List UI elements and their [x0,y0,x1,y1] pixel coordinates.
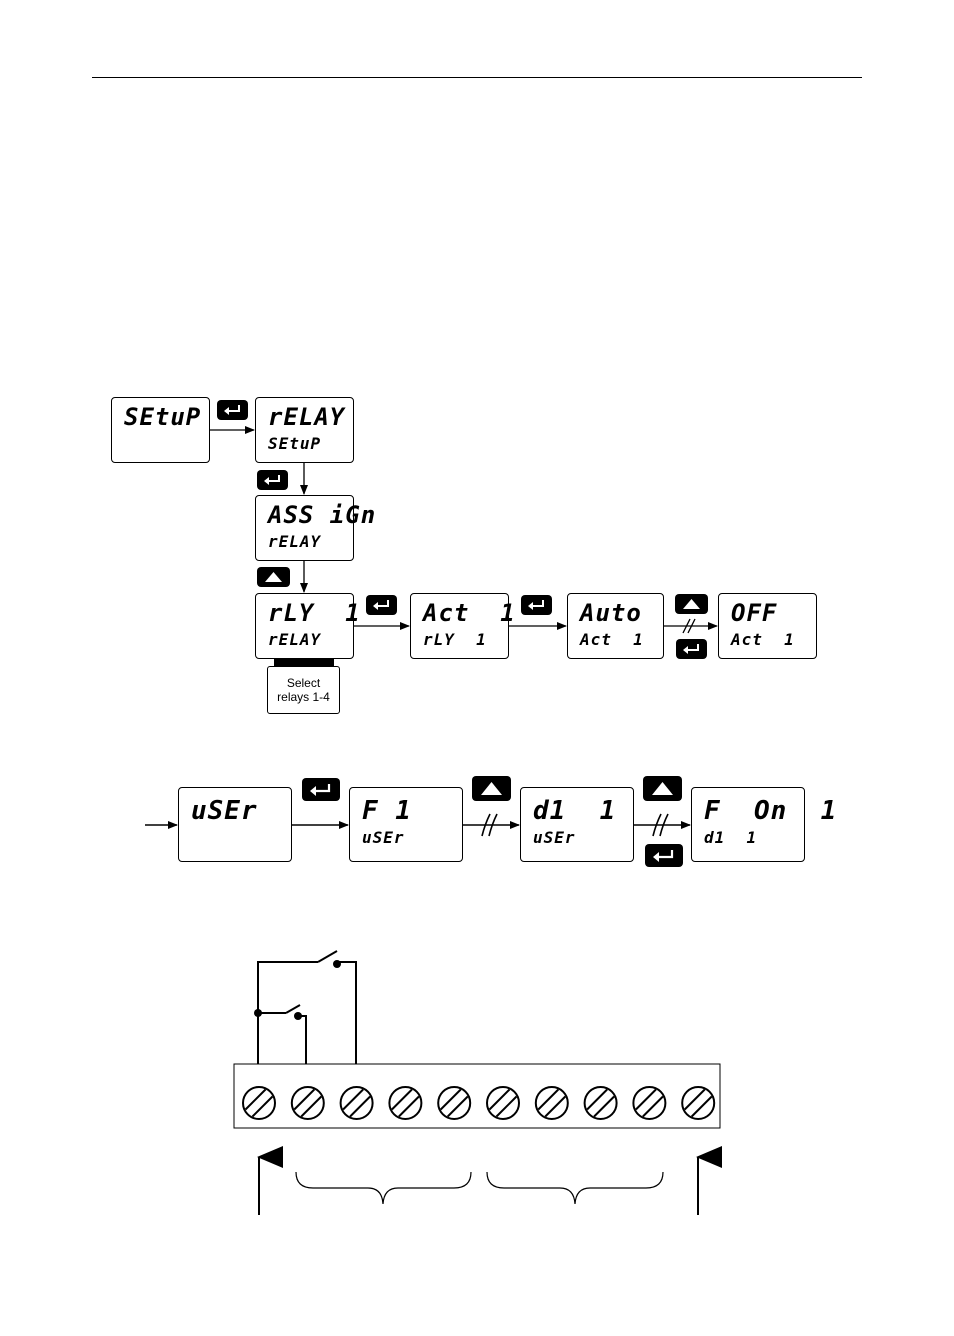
display-auto: Auto Act 1 [567,593,664,659]
display-line2: uSEr [533,828,576,847]
display-rly1: rLY 1 rELAY [255,593,360,659]
screw-slot [391,1088,413,1111]
screw-slot [495,1095,518,1118]
enter-key-icon [366,595,397,615]
display-fon1: F On 1 d1 1 [691,787,836,862]
display-line2: Act 1 [731,630,795,649]
up-arrow-key-icon [643,776,682,801]
screw-slot [544,1095,567,1118]
screw-head [437,1086,472,1120]
up-arrow-key-icon [472,776,511,801]
display-line2: uSEr [362,828,405,847]
note-line1: Select [286,676,321,690]
terminal-screws [242,1086,716,1120]
enter-key-icon [676,639,707,659]
select-relays-note: Select relays 1-4 [267,666,340,714]
display-act1: Act 1 rLY 1 [410,593,515,659]
screw-head [242,1086,276,1120]
terminal-screw-10 [681,1086,716,1120]
screw-head [388,1086,423,1120]
note-line2: relays 1-4 [277,690,330,704]
screw-slot [300,1095,323,1118]
screw-head [681,1086,716,1120]
screw-head [290,1086,325,1120]
screw-slot [439,1088,462,1111]
display-line1: rELAY [268,403,346,431]
enter-key-icon [257,470,288,490]
screw-head [583,1086,618,1120]
screw-slot [446,1095,469,1118]
left-brace [295,1171,472,1205]
terminal-screw-8 [583,1086,618,1120]
screw-slot [293,1088,316,1111]
enter-key-icon [521,595,552,615]
screw-head [486,1086,520,1120]
screw-slot [635,1088,657,1111]
enter-key-icon [645,844,683,867]
terminal-screw-2 [290,1086,325,1120]
up-arrow-key-icon [257,567,290,587]
display-line1: d1 1 [533,796,617,826]
up-arrow-key-icon [675,594,708,614]
display-line1: rLY 1 [268,599,361,627]
screw-slot [537,1088,560,1111]
display-line1: ASS iGn [268,501,377,529]
terminal-screw-5 [437,1086,472,1120]
display-line2: SEtuP [268,434,322,453]
enter-key-icon [217,400,248,420]
screw-slot [349,1095,371,1118]
display-off: OFF Act 1 [718,593,817,659]
terminal-screw-1 [242,1086,276,1120]
display-line2: rLY 1 [423,630,487,649]
screw-slot [244,1088,267,1111]
screw-slot [683,1088,706,1111]
enter-key-icon [302,778,340,801]
right-brace [486,1171,664,1205]
display-line1: Act 1 [423,599,516,627]
display-line1: OFF [731,599,778,627]
screw-slot [251,1095,274,1118]
display-f1: F 1 uSEr [349,787,463,862]
display-relay-setup: rELAY SEtuP [255,397,354,463]
screw-head [534,1086,569,1120]
terminal-screw-9 [632,1086,667,1120]
header-rule [92,77,862,78]
junction-dot [254,1009,262,1017]
display-assign: ASS iGn rELAY [255,495,375,561]
terminal-screw-3 [339,1086,374,1120]
display-line2: Act 1 [580,630,644,649]
screw-slot [398,1095,420,1118]
screw-slot [690,1095,713,1118]
screw-head [632,1086,667,1120]
display-setup: SEtuP [111,397,210,463]
display-line1: Auto [580,599,642,627]
select-note-bar [274,658,334,666]
display-line1: uSEr [191,796,258,826]
display-line1: SEtuP [124,403,202,431]
display-di1: d1 1 uSEr [520,787,634,862]
terminal-screw-4 [388,1086,423,1120]
screw-slot [586,1088,608,1111]
display-line1: F On 1 [704,796,838,826]
display-user: uSEr [178,787,292,862]
screw-slot [593,1095,615,1118]
flow2-arrows [145,813,691,837]
display-line2: rELAY [268,630,322,649]
screw-slot [342,1088,364,1111]
terminal-screw-6 [486,1086,520,1120]
display-line2: rELAY [268,532,322,551]
display-line1: F 1 [362,796,412,826]
screw-head [339,1086,374,1120]
display-line2: d1 1 [704,828,758,847]
flow1-arrows [210,426,718,634]
screw-slot [488,1088,511,1111]
switch-contact-icon [294,1012,302,1020]
terminal-screw-7 [534,1086,569,1120]
switch-contact-icon [333,960,341,968]
screw-slot [642,1095,664,1118]
